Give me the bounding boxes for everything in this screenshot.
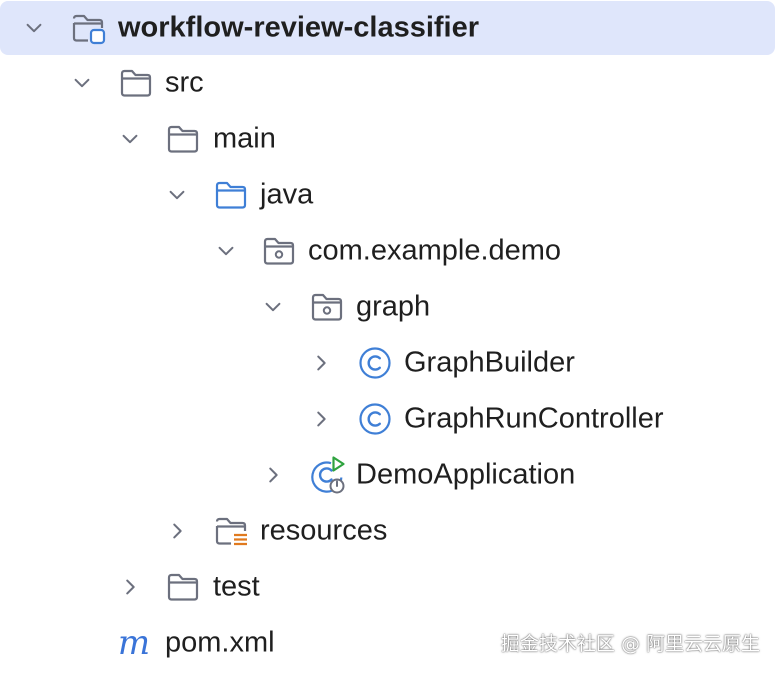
tree-label-test: test	[213, 570, 260, 603]
chevron-down-icon[interactable]	[261, 295, 285, 319]
chevron-down-icon[interactable]	[214, 239, 238, 263]
tree-label-main: main	[213, 122, 276, 155]
watermark: 掘金技术社区 @ 阿里云云原生	[500, 633, 760, 655]
tree-row-graph-builder[interactable]: GraphBuilder	[0, 335, 778, 391]
tree-row-java[interactable]: java	[0, 167, 778, 223]
tree-row-demo-application[interactable]: DemoApplication	[0, 447, 778, 503]
package-icon	[307, 287, 347, 327]
tree-row-package-graph[interactable]: graph	[0, 279, 778, 335]
tree-label-src: src	[165, 66, 204, 99]
tree-label-package-graph: graph	[356, 290, 431, 323]
tree-row-main[interactable]: main	[0, 111, 778, 167]
tree-label-graph-builder: GraphBuilder	[404, 346, 575, 379]
folder-icon	[163, 567, 203, 607]
chevron-right-icon[interactable]	[118, 575, 142, 599]
tree-label-root: workflow-review-classifier	[118, 11, 480, 44]
chevron-right-icon[interactable]	[309, 407, 333, 431]
spring-boot-application-icon	[307, 455, 347, 495]
tree-label-graph-run-controller: GraphRunController	[404, 402, 664, 435]
tree-label-java: java	[260, 178, 314, 211]
maven-m-icon: m	[114, 623, 154, 663]
tree-row-root[interactable]: workflow-review-classifier	[0, 1, 775, 55]
tree-row-pom[interactable]: m pom.xml	[0, 615, 778, 671]
svg-text:m: m	[118, 623, 150, 663]
tree-label-package-demo: com.example.demo	[308, 234, 562, 267]
folder-icon	[116, 63, 156, 103]
chevron-down-icon[interactable]	[70, 71, 94, 95]
tree-label-pom: pom.xml	[165, 626, 275, 659]
tree-row-src[interactable]: src	[0, 55, 778, 111]
chevron-right-icon[interactable]	[261, 463, 285, 487]
module-folder-icon	[68, 8, 108, 48]
tree-row-test[interactable]: test	[0, 559, 778, 615]
source-root-folder-icon	[211, 175, 251, 215]
class-icon	[355, 343, 395, 383]
resources-root-folder-icon	[211, 511, 251, 551]
package-icon	[259, 231, 299, 271]
chevron-down-icon[interactable]	[118, 127, 142, 151]
chevron-down-icon[interactable]	[165, 183, 189, 207]
tree-row-package-demo[interactable]: com.example.demo	[0, 223, 778, 279]
chevron-right-icon[interactable]	[165, 519, 189, 543]
tree-label-resources: resources	[260, 514, 388, 547]
tree-row-graph-run-controller[interactable]: GraphRunController	[0, 391, 778, 447]
chevron-down-icon[interactable]	[22, 16, 46, 40]
class-icon	[355, 399, 395, 439]
tree-label-demo-application: DemoApplication	[356, 458, 576, 491]
folder-icon	[163, 119, 203, 159]
chevron-right-icon[interactable]	[309, 351, 333, 375]
tree-row-resources[interactable]: resources	[0, 503, 778, 559]
